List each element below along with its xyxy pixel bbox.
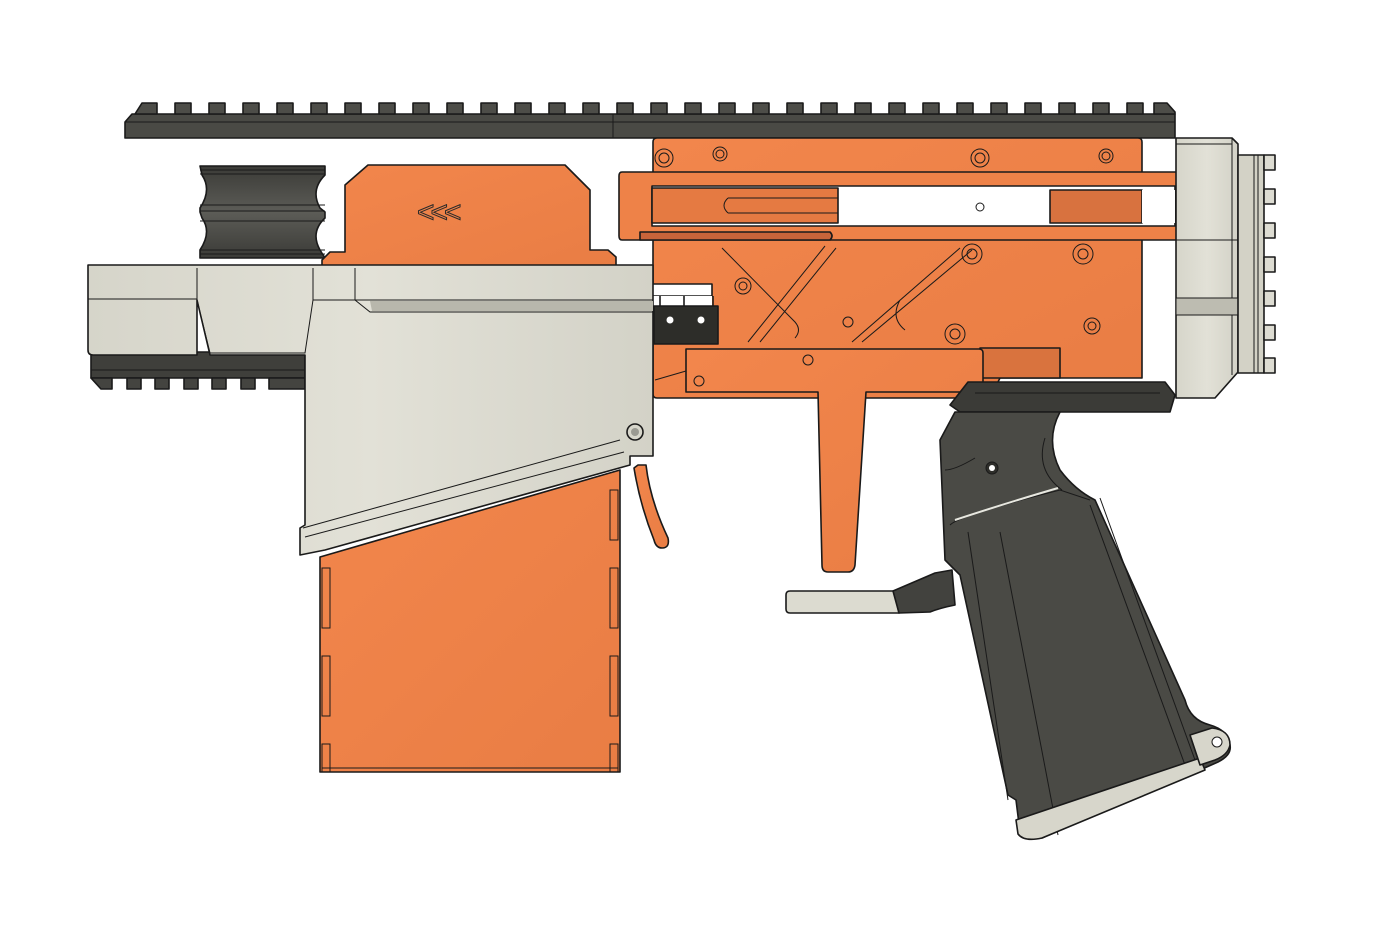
mag-release xyxy=(633,464,670,549)
grip xyxy=(939,381,1232,841)
mag-well-cover: <<< xyxy=(321,164,617,269)
stock-adapter xyxy=(1175,137,1239,399)
front-rail xyxy=(90,351,306,390)
rev-lever xyxy=(785,569,956,614)
chevron-marking: <<< xyxy=(417,196,461,229)
stock-rail xyxy=(1237,154,1276,374)
magazine xyxy=(319,469,621,773)
muzzle-bumper xyxy=(199,165,326,259)
top-rail xyxy=(124,102,1176,139)
trigger xyxy=(654,348,984,573)
microswitch xyxy=(653,296,719,345)
barrel-shroud xyxy=(87,264,654,556)
